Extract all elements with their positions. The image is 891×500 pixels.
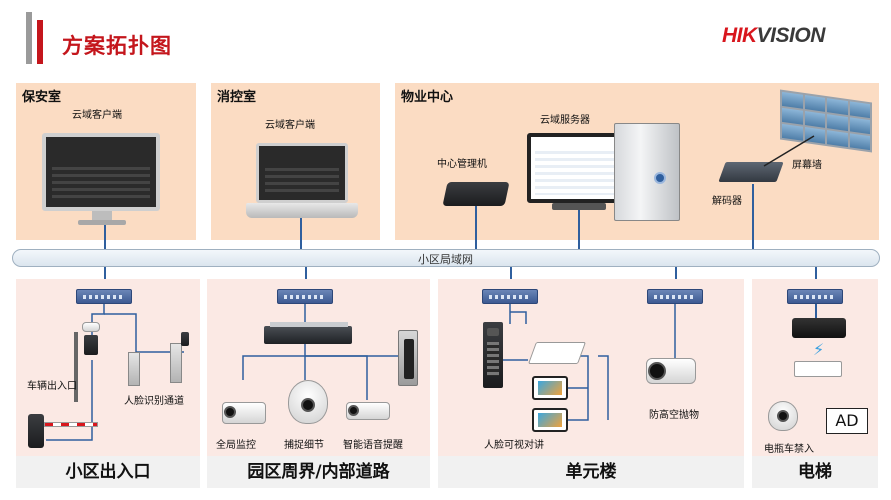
link-manager-lan	[475, 206, 477, 250]
security-monitor	[42, 133, 160, 211]
server-power-icon	[654, 172, 666, 184]
room-property-label: 物业中心	[401, 90, 454, 105]
switch-perimeter	[277, 289, 333, 304]
vehicle-camera-pole	[74, 332, 78, 402]
header-bar-red	[37, 20, 43, 64]
decoder-wall-link	[763, 135, 815, 167]
indoor-station-1	[532, 376, 568, 400]
elevator-receiver	[794, 361, 842, 377]
header-bar-gray	[26, 12, 32, 64]
indoor-station-2	[532, 408, 568, 432]
lan-bus	[12, 249, 880, 267]
monitor-screen-content	[52, 167, 150, 199]
switch-elevator	[787, 289, 843, 304]
lan-label: 小区局域网	[418, 253, 473, 266]
switch-entrance	[76, 289, 132, 304]
barrier-arm	[44, 422, 98, 427]
nvr-device	[264, 326, 352, 344]
nvr-top	[270, 322, 348, 327]
link-security-lan	[104, 225, 106, 250]
fire-laptop-base	[246, 203, 358, 218]
face-channel-label: 人脸识别通道	[124, 396, 184, 407]
security-client-label: 云域客户端	[72, 110, 122, 121]
hikvision-logo: HIKVISION	[722, 24, 825, 48]
vehicle-display	[84, 335, 98, 355]
link-decoder-lan	[752, 184, 754, 250]
zone-perimeter	[207, 279, 430, 458]
door-station-keypad	[487, 342, 499, 376]
link-elevator-box	[815, 304, 817, 318]
logo-vision: VISION	[756, 24, 826, 47]
switch-building-a	[482, 289, 538, 304]
vehicle-entrance-label: 车辆出入口	[27, 381, 77, 392]
page-title: 方案拓扑图	[62, 34, 172, 58]
ad-screen: AD	[826, 408, 868, 434]
bullet-lens-global	[224, 406, 236, 418]
ebike-ban-label: 电瓶车禁入	[764, 444, 814, 455]
video-wall-label: 屏幕墙	[792, 160, 822, 171]
door-station-camera	[487, 328, 499, 336]
elevator-camera-lens	[777, 410, 789, 422]
server-label: 云域服务器	[540, 115, 590, 126]
face-intercom-label: 人脸可视对讲	[484, 440, 544, 451]
voice-speaker-column	[398, 330, 418, 386]
zone-entrance-title: 小区出入口	[16, 456, 200, 488]
face-gate-left	[128, 352, 140, 386]
link-server-lan	[578, 210, 580, 250]
fire-laptop-screen	[256, 143, 348, 203]
face-terminal	[181, 332, 189, 346]
decoder-label: 解码器	[712, 196, 742, 207]
zone-perimeter-title: 园区周界/内部道路	[207, 456, 430, 488]
monitor-base	[78, 220, 126, 225]
anti-throw-lens	[648, 362, 666, 380]
ptz-lens	[301, 398, 315, 412]
barrier-box	[28, 414, 44, 448]
server-tower	[614, 123, 680, 221]
wireless-icon: ⚡	[813, 340, 825, 359]
zone-elevator-title: 电梯	[752, 456, 878, 488]
logo-hik: HIK	[722, 24, 757, 47]
zone-building-title: 单元楼	[438, 456, 744, 488]
room-security-label: 保安室	[22, 90, 62, 105]
vehicle-camera	[82, 322, 100, 332]
server-monitor-base	[552, 203, 606, 210]
intercom-switch-box	[527, 342, 587, 364]
door-station	[483, 322, 503, 388]
laptop-screen-content	[265, 168, 339, 192]
link-fire-lan	[300, 218, 302, 250]
detail-capture-label: 捕捉细节	[284, 440, 324, 451]
face-gate-right	[170, 343, 182, 383]
anti-throw-label: 防高空抛物	[649, 410, 699, 421]
room-fire-control-label: 消控室	[217, 90, 257, 105]
zone-entrance	[16, 279, 200, 458]
voice-alert-label: 智能语音提醒	[343, 440, 403, 451]
bullet-lens-voice	[348, 405, 359, 416]
center-manager-label: 中心管理机	[437, 159, 487, 170]
server-screen-content	[535, 151, 623, 195]
global-monitor-label: 全局监控	[216, 440, 256, 451]
switch-building-b	[647, 289, 703, 304]
fire-client-label: 云域客户端	[265, 120, 315, 131]
speaker-grille	[404, 339, 414, 379]
elevator-box-device	[792, 318, 846, 338]
monitor-stand	[92, 211, 112, 221]
center-manager-device	[442, 182, 510, 206]
